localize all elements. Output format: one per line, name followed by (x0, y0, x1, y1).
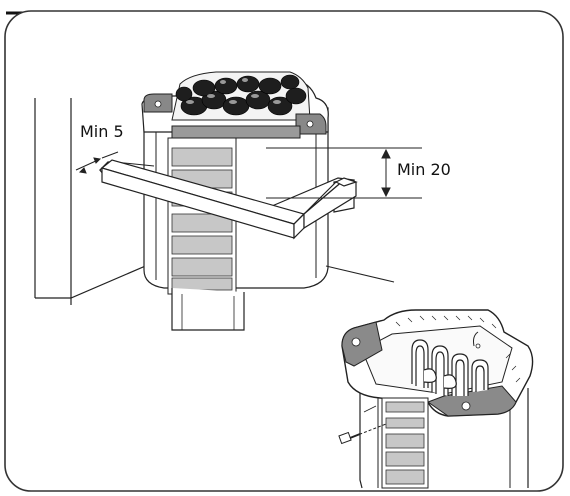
top-clearance-label: Min 20 (397, 160, 451, 179)
min20-dimension-marker (266, 147, 422, 199)
heater-detail-illustration (338, 309, 534, 489)
side-clearance-label: Min 5 (80, 122, 124, 141)
min5-dimension-marker (75, 151, 119, 174)
diagram-canvas (4, 10, 564, 492)
screw-icon (338, 423, 387, 445)
wall-illustration (34, 98, 165, 305)
diagram-frame (4, 10, 564, 492)
floor-line (325, 265, 395, 283)
sauna-heater-illustration (141, 71, 329, 331)
heating-elements (411, 339, 489, 396)
